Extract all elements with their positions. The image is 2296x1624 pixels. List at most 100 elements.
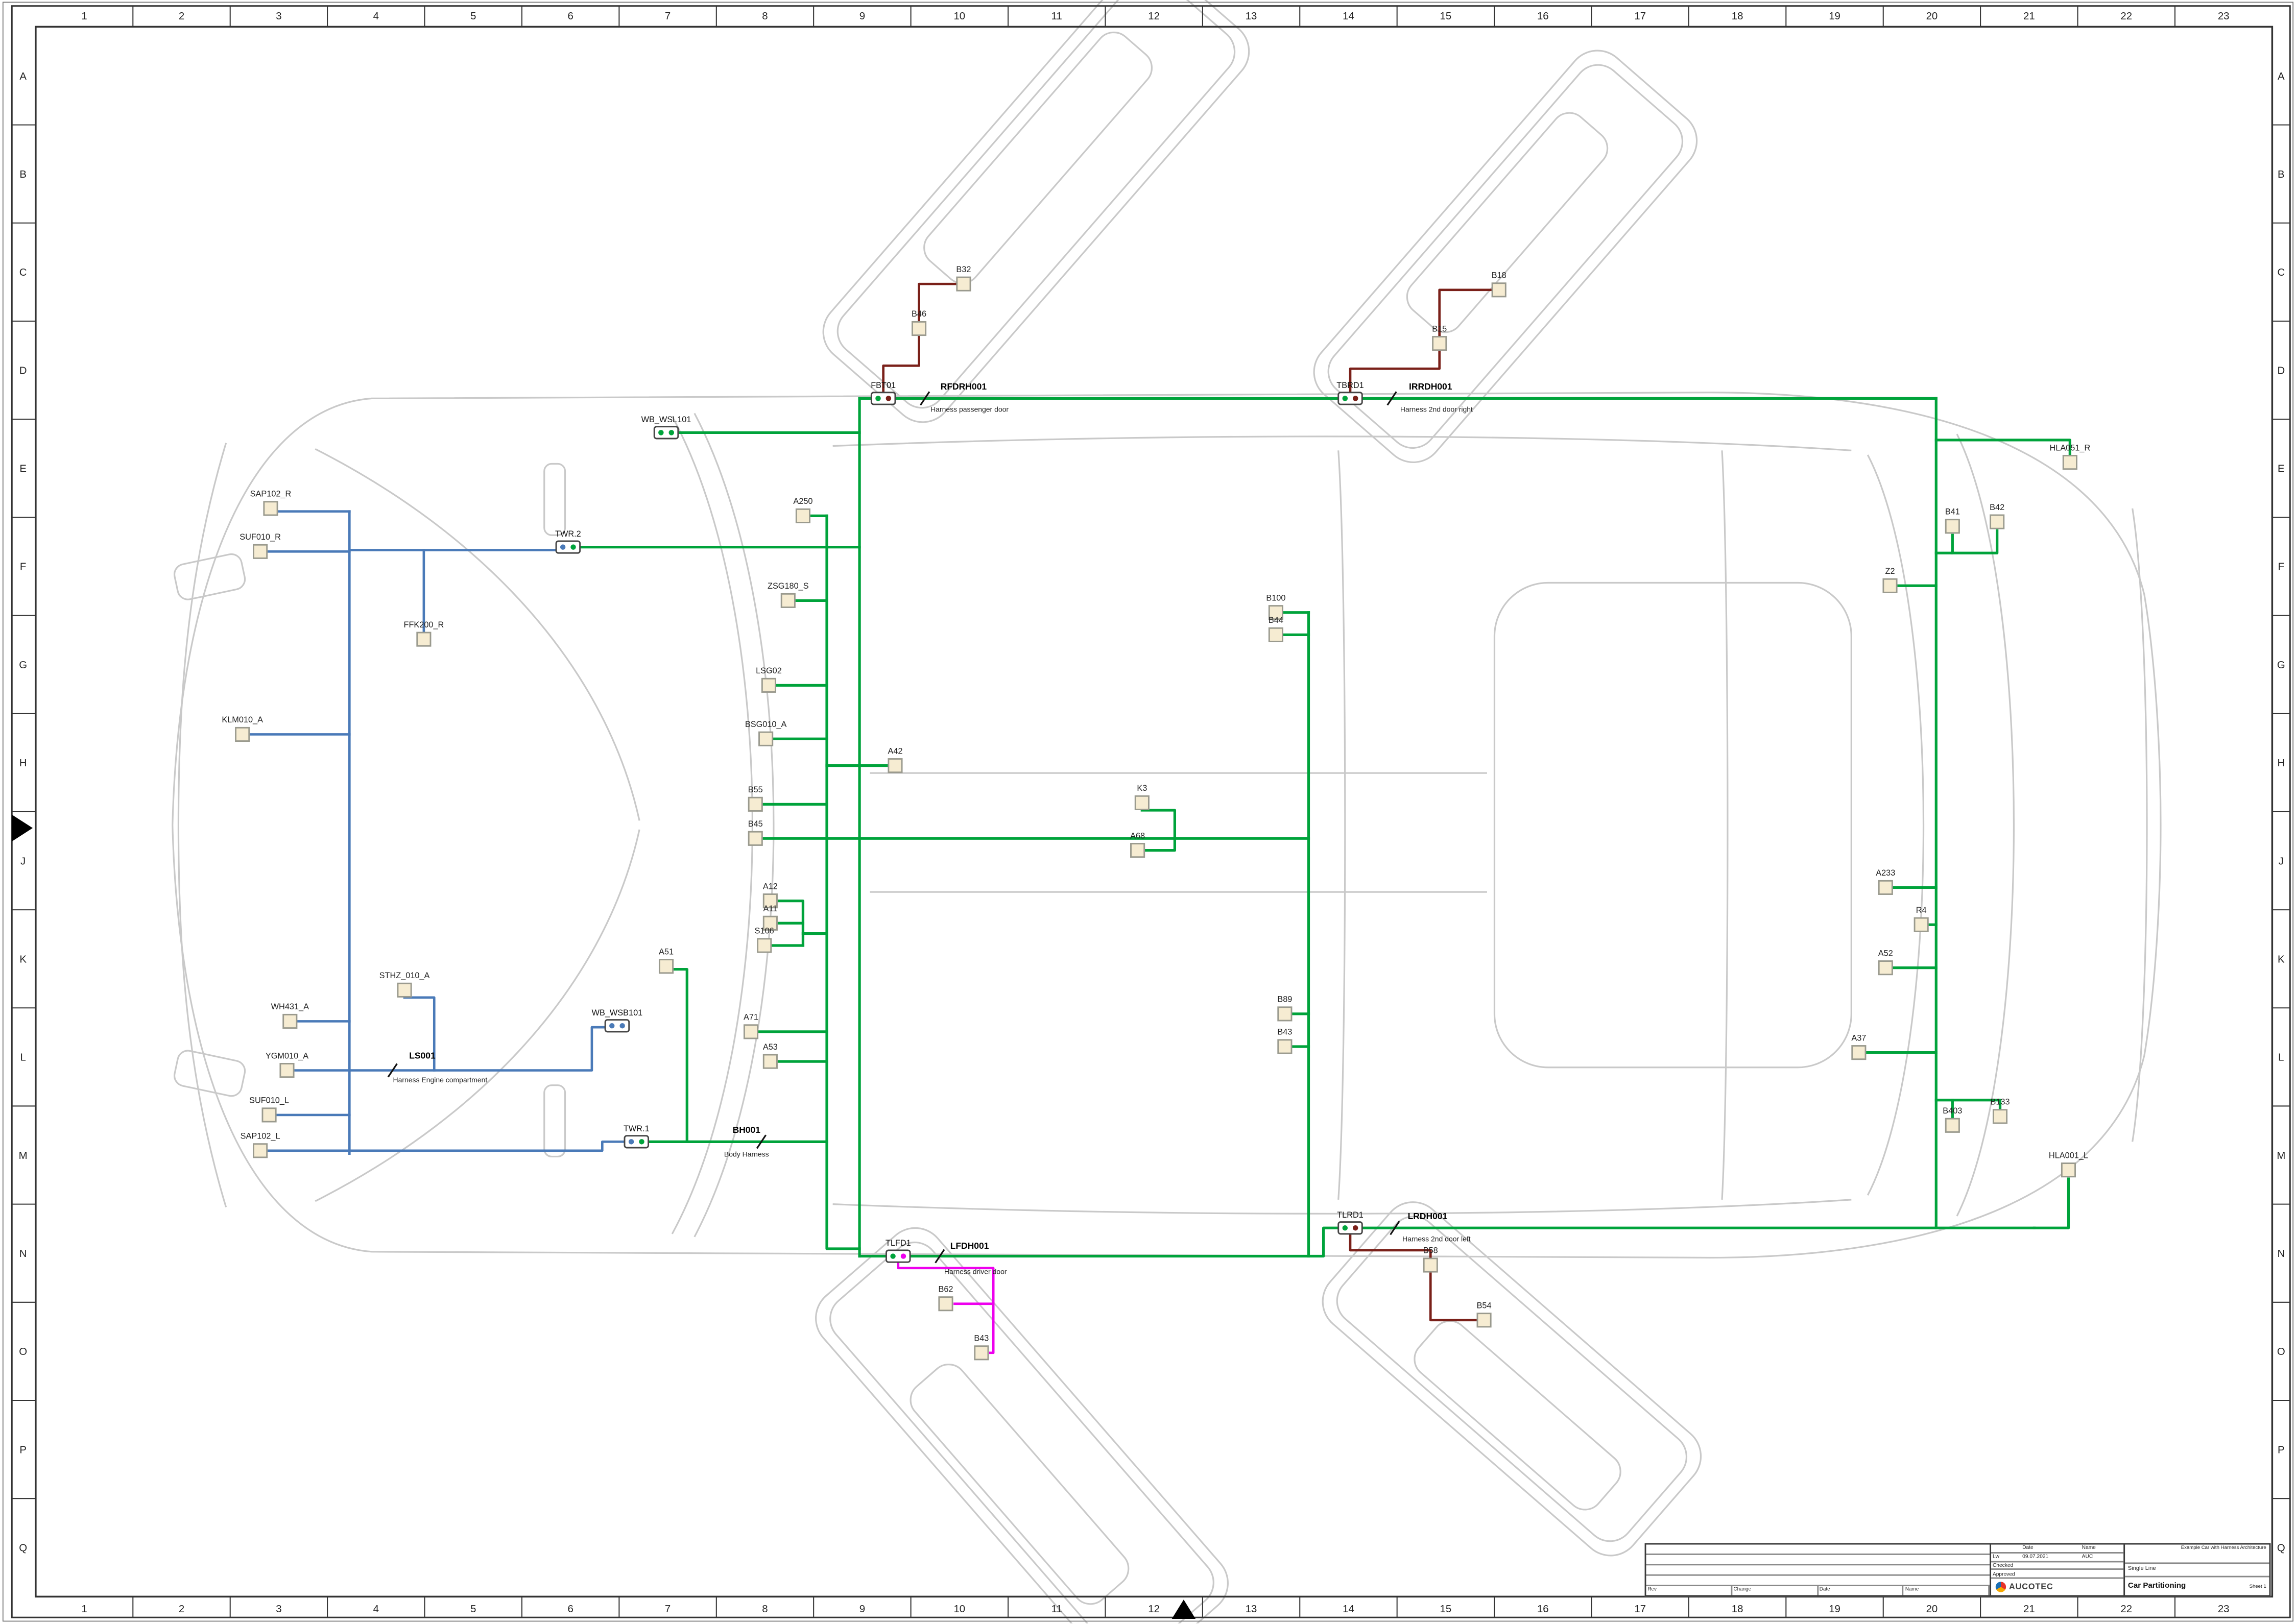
node-A53[interactable] [762,1054,778,1069]
harness-wire-green[interactable] [671,967,688,1143]
grid-column-label: 8 [762,1604,768,1615]
node-ZSG180_S[interactable] [780,593,796,608]
node-SUF010_L[interactable] [261,1107,277,1123]
connector-TWR.1[interactable] [624,1135,650,1149]
grid-column-label: 10 [953,1604,965,1615]
node-B46[interactable] [911,321,927,336]
drawing-title: Car Partitioning [2127,1582,2186,1591]
engine-bay-detail-top [543,463,566,536]
node-HLA051_R[interactable] [2062,455,2077,470]
node-B43[interactable] [974,1345,989,1361]
node-A52[interactable] [1878,960,1893,976]
harness-wire-blue[interactable] [348,1141,626,1152]
node-B41[interactable] [1945,519,1960,534]
harness-wire-darkred[interactable] [1438,288,1493,337]
harness-wire-darkred[interactable] [1349,1232,1432,1259]
node-R4[interactable] [1914,917,1929,932]
harness-wire-magenta[interactable] [897,1261,995,1305]
node-B43[interactable] [1277,1039,1293,1054]
node-WH431_A[interactable] [282,1013,298,1029]
harness-wire-green[interactable] [1140,809,1177,840]
node-B89[interactable] [1277,1006,1293,1022]
harness-wire-darkred[interactable] [918,282,958,323]
grid-column-label: 2 [179,1604,184,1615]
connector-pin-icon [619,1023,625,1029]
node-B15[interactable] [1432,336,1447,351]
connector-TLFD1[interactable] [886,1249,911,1263]
grid-column-label: 14 [1343,1604,1354,1615]
connector-WB_WSB101[interactable] [604,1019,630,1033]
node-A12[interactable] [762,893,778,909]
connector-TLRD1[interactable] [1337,1221,1363,1235]
node-FFK200_R[interactable] [416,632,432,647]
grid-row-label: K [2278,954,2285,965]
harness-wire-green[interactable] [2032,1177,2070,1229]
node-A11[interactable] [762,915,778,931]
harness-wire-green[interactable] [1934,439,2071,456]
node-B18[interactable] [1491,282,1506,298]
harness-wire-green[interactable] [1934,1099,2002,1110]
harness-wire-green[interactable] [769,899,805,947]
node-B45[interactable] [748,831,763,846]
node-A68[interactable] [1130,843,1145,858]
node-A51[interactable] [658,959,674,974]
node-SUF010_R[interactable] [253,544,268,559]
node-B403[interactable] [1945,1118,1960,1133]
node-LSG02[interactable] [761,677,777,693]
connector-TBRD1[interactable] [1337,392,1363,405]
node-A42[interactable] [888,758,903,773]
node-B133[interactable] [1992,1109,2008,1124]
harness-wire-green[interactable] [858,1226,1340,1258]
node-B42[interactable] [1990,514,2005,529]
grid-column-label: 12 [1148,1604,1160,1615]
node-B58[interactable] [1423,1257,1438,1273]
grid-column-label: 19 [1829,11,1840,22]
harness-wire-green[interactable] [825,1140,861,1250]
node-YGM010_A[interactable] [279,1063,295,1078]
title-row: Car Partitioning Sheet 1 [2125,1578,2269,1595]
grid-column-label: 20 [1926,1604,1938,1615]
node-A37[interactable] [1851,1045,1867,1060]
harness-wire-darkred[interactable] [882,334,920,393]
harness-wire-green[interactable] [1934,534,1954,554]
harness-wire-blue[interactable] [403,996,436,1072]
grid-row-label: A [2278,71,2285,82]
node-S106[interactable] [757,938,772,953]
harness-wire-darkred[interactable] [1429,1271,1478,1322]
connector-WB_WSL101[interactable] [653,426,679,440]
node-STHZ_010_A[interactable] [397,982,412,998]
node-KLM010_A[interactable] [235,726,250,742]
node-B44[interactable] [1268,627,1283,642]
grid-row-label: P [2278,1444,2285,1456]
node-HLA001_L[interactable] [2061,1162,2076,1178]
node-BSG010_A[interactable] [758,731,774,746]
door-inner [1336,1216,1688,1542]
node-A233[interactable] [1878,880,1893,895]
node-B32[interactable] [956,276,971,292]
harness-wire-green[interactable] [1951,529,1999,554]
meta-col-date: Date [2022,1545,2034,1552]
grid-row-label: H [2277,758,2285,769]
harness-wire-green[interactable] [1136,837,1177,852]
car-body-silhouette [172,392,2162,1259]
grid-column-label: 17 [1634,11,1646,22]
node-B55[interactable] [748,796,763,812]
harness-wire-magenta[interactable] [989,1302,995,1354]
node-SAP102_L[interactable] [253,1143,268,1158]
harness-code-LFDH001: LFDH001 [950,1241,989,1251]
node-K3[interactable] [1134,795,1150,810]
node-A250[interactable] [795,508,810,523]
node-label: B43 [974,1334,989,1343]
harness-wire-blue[interactable] [348,1026,607,1072]
grid-row-label: N [19,1248,27,1259]
node-SAP102_R[interactable] [263,501,278,516]
node-B54[interactable] [1476,1313,1492,1328]
node-A71[interactable] [743,1024,759,1039]
connector-TWR.2[interactable] [555,540,581,554]
node-B100[interactable] [1268,605,1283,620]
connector-FBT01[interactable] [870,392,896,405]
grid-column-label: 16 [1537,11,1549,22]
node-Z2[interactable] [1882,578,1898,593]
harness-wire-darkred[interactable] [1349,349,1441,393]
node-B62[interactable] [938,1296,953,1312]
